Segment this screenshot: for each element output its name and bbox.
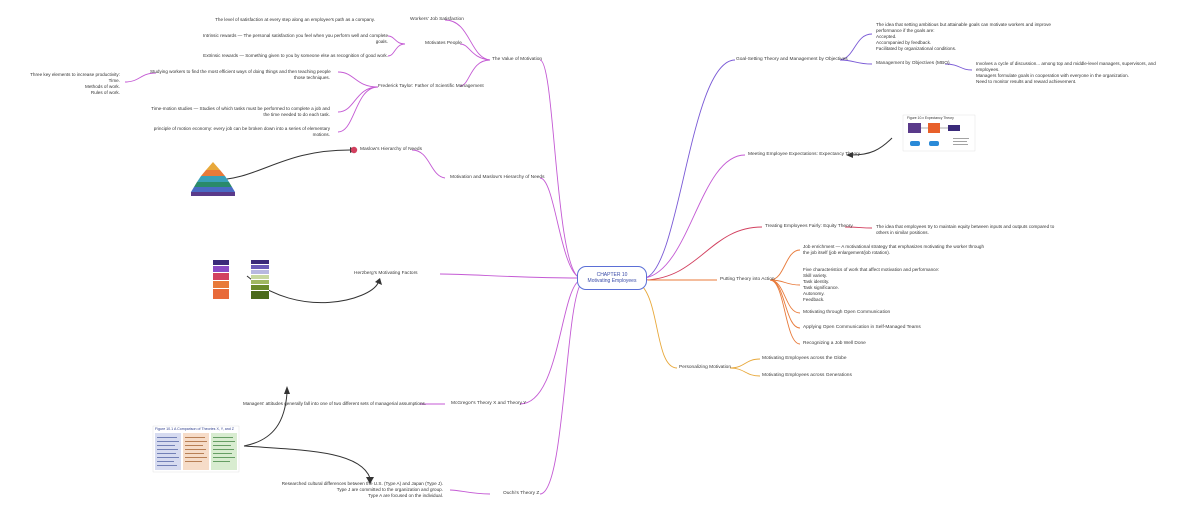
table-figure-title: Figure 10.1 A Comparison of Theories X, … [155,427,234,431]
node-value-of-motivation[interactable]: The Value of Motivation [492,57,543,62]
text-skill-variety: Skill variety. [803,273,828,278]
text-task-significance: Task significance. [803,285,840,290]
text-studying-workers-2: those techniques. [293,75,330,80]
text-principle-motion: principle of motion economy: every job c… [153,126,330,131]
node-mbo[interactable]: Management by Objectives (MBO) [876,61,950,66]
node-goal-setting[interactable]: Goal-Setting Theory and Management by Ob… [736,57,848,62]
node-taylor[interactable]: Frederick Taylor: Father of Scientific M… [378,84,484,89]
connector-personalizing [639,283,678,369]
text-extrinsic-rewards: Extrinsic rewards — Something given to y… [203,53,388,58]
connector-expectancy [644,154,746,279]
node-self-managed-teams[interactable]: Applying Open Communication in Self-Mana… [803,325,921,330]
text-goal-setting-5: Facilitated by organizational conditions… [876,46,957,51]
connector-equity [644,226,763,281]
text-time-motion: Time-motion studies — Studies of which t… [151,106,330,111]
text-mcgregor-desc: Managers' attitudes generally fall into … [243,401,427,406]
text-three-key-rules: Rules of work. [90,90,120,95]
text-ouchi-2: Type J are committed to the organization… [336,487,443,492]
text-five-characteristics: Five characteristics of work that affect… [803,267,940,272]
text-three-key-methods: Methods of work. [85,84,120,89]
theory-xyz-table-image [152,425,240,473]
central-subtitle: Motivating Employees [587,278,637,284]
text-goal-setting-2: performance if the goals are: [876,28,935,33]
central-topic[interactable]: CHAPTER 10 Motivating Employees [577,266,647,290]
text-intrinsic-rewards: Intrinsic rewards — The personal satisfa… [202,33,388,38]
text-three-key: Three key elements to increase productiv… [30,72,120,77]
text-mbo-2: employees. [976,67,1000,72]
text-time-motion-2: the time needed to do each task. [263,112,330,117]
expectancy-figure-title: Figure 10.x Expectancy Theory [907,116,954,120]
text-goal-setting-3: Accepted. [876,34,897,39]
text-autonomy: Autonomy. [803,291,825,296]
node-across-generations[interactable]: Motivating Employees across Generations [762,373,852,378]
node-maslow[interactable]: Motivation and Maslow's Hierarchy of Nee… [450,175,545,180]
node-equity[interactable]: Treating Employees Fairly: Equity Theory [765,224,853,229]
text-equity-1: The idea that employees try to maintain … [876,224,1055,229]
text-feedback: Feedback. [803,297,825,302]
text-ouchi-1: Researched cultural differences between … [281,481,443,486]
text-mbo-3: Managers formulate goals in cooperation … [976,73,1129,78]
node-open-communication[interactable]: Motivating through Open Communication [803,310,891,315]
node-theory-into-action[interactable]: Putting Theory into Action [720,277,775,282]
text-job-satisfaction-def: The level of satisfaction at every step … [215,17,375,22]
connector-goal-setting [644,59,736,279]
text-ouchi-3: Type A are focused on the individual. [368,493,443,498]
node-personalizing[interactable]: Personalizing Motivation [679,365,731,370]
text-studying-workers: Studying workers to find the most effici… [150,69,331,74]
connector-ouchi [539,281,583,495]
text-goal-setting-1: The idea that setting ambitious but atta… [876,22,1051,27]
expectancy-theory-figure [902,114,976,152]
connector-value [539,59,581,279]
node-mcgregor[interactable]: McGregor's Theory X and Theory Y [451,401,527,406]
text-task-identity: Task identity. [803,279,830,284]
node-expectancy[interactable]: Meeting Employee Expectations: Expectanc… [748,152,861,157]
connector-herzberg [439,273,579,279]
text-equity-2: others in similar positions. [876,230,929,235]
text-mbo-1: Involves a cycle of discussion... among … [976,61,1156,66]
node-maslow-hierarchy[interactable]: Maslow's Hierarchy of Needs [360,147,422,152]
text-mbo-4: Need to monitor results and reward achie… [976,79,1077,84]
node-motivates-people[interactable]: Motivates People [425,41,462,46]
maslow-pyramid-image [191,162,235,196]
node-recognizing[interactable]: Recognizing a Job Well Done [803,341,866,346]
node-ouchi[interactable]: Ouchi's Theory Z [503,491,540,496]
text-principle-motion-2: motions. [312,132,330,137]
central-title: CHAPTER 10 [596,271,628,278]
text-three-key-time: Time. [108,78,120,83]
connector-maslow [539,177,581,279]
text-job-enrichment-2: the job itself (job enlargement/job rota… [803,250,891,255]
text-intrinsic-rewards-2: goals. [375,39,388,44]
text-job-enrichment-1: Job enrichment — A motivational strategy… [803,244,985,249]
node-herzberg[interactable]: Herzberg's Motivating Factors [354,271,418,276]
node-across-globe[interactable]: Motivating Employees across the Globe [762,356,847,361]
text-goal-setting-4: Accompanied by feedback. [876,40,932,45]
node-job-satisfaction[interactable]: Workers' Job Satisfaction [410,17,464,22]
herzberg-factors-image [213,258,269,300]
connector-mcgregor [519,279,581,405]
